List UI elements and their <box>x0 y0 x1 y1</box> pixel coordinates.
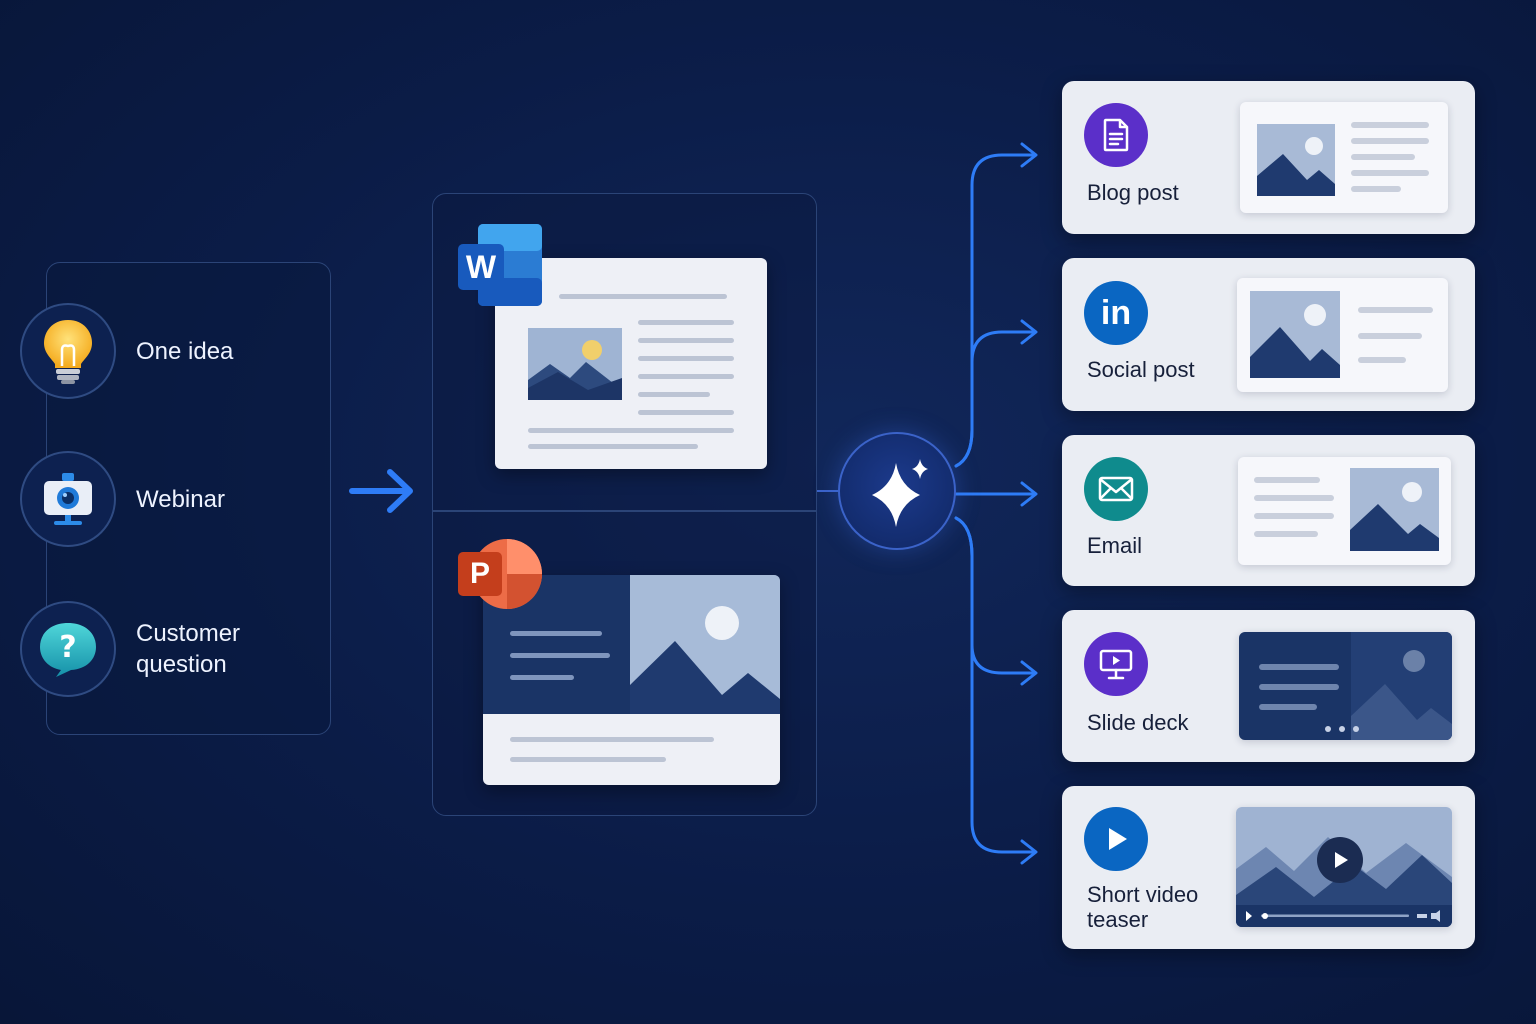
branch-slide <box>954 516 1038 686</box>
output-card-social-post: in Social post <box>1062 258 1475 411</box>
webcam-icon <box>20 451 116 547</box>
ai-hub <box>838 432 956 550</box>
powerpoint-slide-preview <box>483 575 780 785</box>
source-label: Webinar <box>136 485 225 513</box>
branch-email <box>954 481 1038 507</box>
image-placeholder-icon <box>1350 468 1439 551</box>
powerpoint-letter: P <box>469 557 490 590</box>
source-label: Customer question <box>136 620 241 678</box>
output-card-blog-post: Blog post <box>1062 81 1475 234</box>
pagination-dots <box>1325 726 1365 732</box>
play-button-icon[interactable] <box>1317 837 1363 883</box>
social-post-preview <box>1237 278 1448 392</box>
source-label: One idea <box>136 337 234 365</box>
image-placeholder-icon <box>630 575 780 714</box>
source-customer-question: ? Customer question <box>20 601 261 697</box>
output-card-short-video-teaser: Short video teaser <box>1062 786 1475 949</box>
question-bubble-icon: ? <box>20 601 116 697</box>
email-preview <box>1238 457 1451 565</box>
output-card-slide-deck: Slide deck <box>1062 610 1475 762</box>
envelope-icon <box>1084 457 1148 521</box>
branch-video <box>954 516 1038 865</box>
output-label: Social post <box>1087 357 1195 382</box>
branch-blog <box>954 142 1038 468</box>
svg-text:?: ? <box>59 630 76 665</box>
play-icon <box>1084 807 1148 871</box>
slide-deck-preview <box>1239 632 1452 740</box>
panel-divider <box>433 510 816 512</box>
document-icon <box>1084 103 1148 167</box>
source-webinar: Webinar <box>20 451 225 547</box>
linkedin-icon: in <box>1084 281 1148 345</box>
video-preview <box>1236 807 1452 927</box>
presentation-icon <box>1084 632 1148 696</box>
powerpoint-icon: P <box>458 534 544 620</box>
image-placeholder-icon <box>528 328 622 400</box>
output-label: Slide deck <box>1087 710 1189 735</box>
image-placeholder-icon <box>1351 632 1452 740</box>
image-placeholder-icon <box>1250 291 1340 378</box>
word-icon: W <box>458 222 544 308</box>
branch-social <box>954 319 1038 468</box>
video-controls <box>1246 910 1440 922</box>
output-label: Blog post <box>1087 180 1179 205</box>
input-arrow <box>349 469 413 513</box>
output-label: Email <box>1087 533 1143 558</box>
output-card-email: Email <box>1062 435 1475 586</box>
linkedin-glyph: in <box>1100 294 1132 332</box>
source-one-idea: One idea <box>20 303 233 399</box>
output-label: Short video teaser <box>1087 882 1199 932</box>
sparkle-icon <box>872 459 928 527</box>
lightbulb-icon <box>20 303 116 399</box>
image-placeholder-icon <box>1257 124 1335 196</box>
word-letter: W <box>465 249 497 285</box>
blog-post-preview <box>1240 102 1448 213</box>
